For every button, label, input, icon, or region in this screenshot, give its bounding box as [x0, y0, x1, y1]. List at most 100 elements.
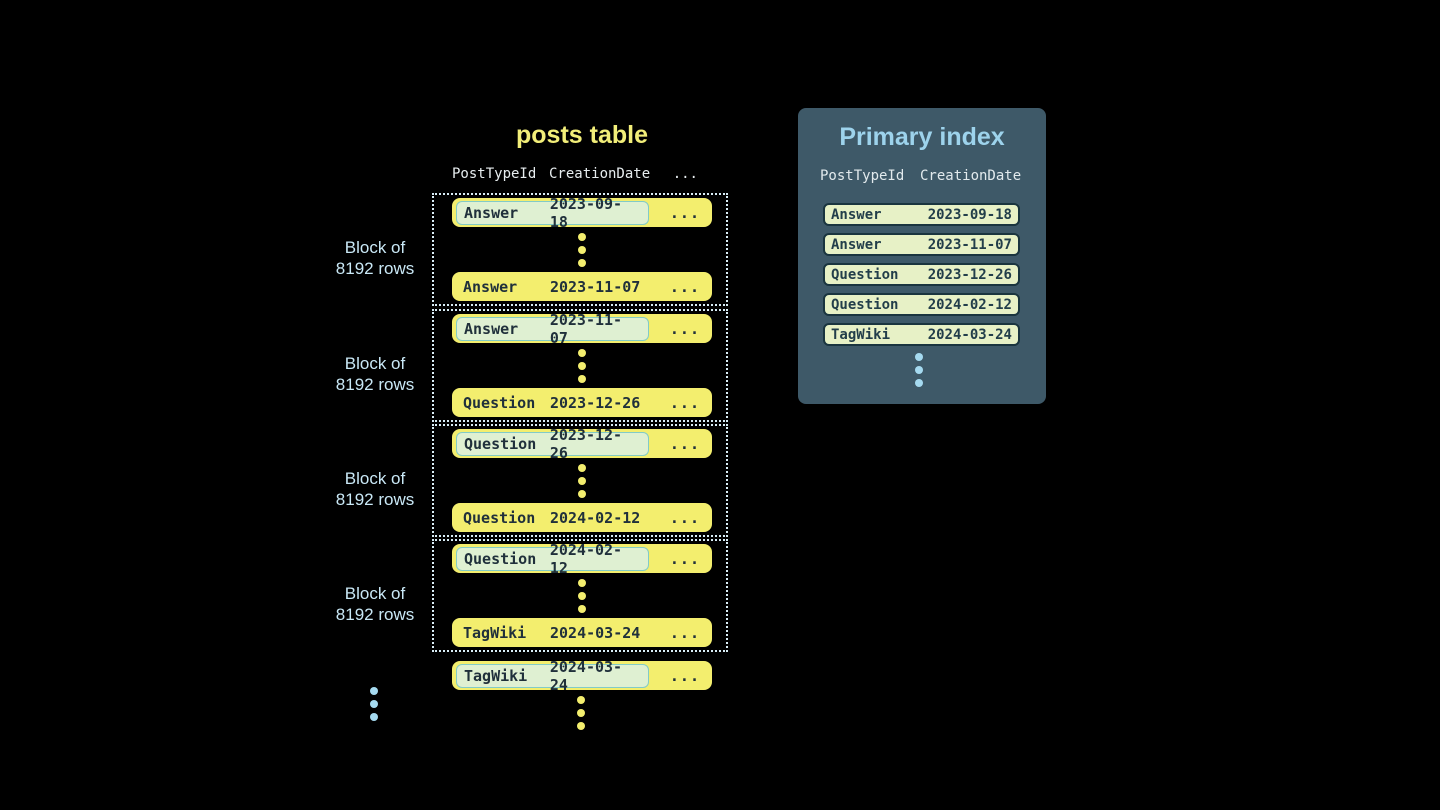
block-label-line2: 8192 rows [335, 490, 415, 509]
cell-ellipsis: ... [669, 508, 700, 527]
dot [915, 366, 923, 374]
cell-posttypeid: Answer [464, 319, 519, 338]
cell-ellipsis: ... [669, 277, 700, 296]
primary-index-panel: Primary index PostTypeId CreationDate An… [798, 108, 1046, 404]
column-header-ellipsis: ... [672, 166, 698, 182]
cell-ellipsis: ... [669, 549, 700, 568]
cell-posttypeid: Question [464, 549, 537, 568]
block-2-label: Block of 8192 rows [325, 353, 425, 395]
dot [578, 232, 586, 241]
dot [578, 245, 586, 254]
dot [370, 700, 378, 708]
cell-posttypeid: Answer [464, 203, 519, 222]
dot [915, 353, 923, 361]
cell-creationdate: 2024-03-24 [550, 623, 641, 642]
more-rows-dots [577, 696, 585, 730]
block-4-label: Block of 8192 rows [325, 583, 425, 625]
ellipsis-dots [578, 232, 586, 267]
cell-posttypeid: Question [463, 508, 536, 527]
ellipsis-dots [578, 463, 586, 498]
index-row: Answer 2023-11-07 [823, 233, 1020, 256]
ellipsis-dots [578, 348, 586, 383]
posts-table-column-headers: PostTypeId CreationDate ... [452, 166, 712, 182]
block-label-line1: Block of [344, 584, 406, 603]
cell-posttypeid: Question [464, 434, 537, 453]
cell-creationdate: 2023-09-18 [927, 206, 1012, 223]
index-row: Question 2024-02-12 [823, 293, 1020, 316]
table-row-tail: TagWiki 2024-03-24 ... [452, 658, 712, 694]
indexed-row-highlight: TagWiki 2024-03-24 [456, 658, 649, 694]
cell-ellipsis: ... [669, 319, 700, 338]
table-row: Answer 2023-11-07 ... [452, 311, 712, 347]
block-label-line1: Block of [344, 469, 406, 488]
table-row: Question 2024-02-12 ... [452, 503, 712, 532]
block-4: Question 2024-02-12 ... TagWiki 2024-03-… [432, 539, 728, 652]
cell-creationdate: 2023-12-26 [550, 393, 641, 412]
cell-ellipsis: ... [669, 623, 700, 642]
block-label-line1: Block of [344, 238, 406, 257]
block-3: Question 2023-12-26 ... Question 2024-02… [432, 424, 728, 537]
dot [578, 258, 586, 267]
dot [578, 463, 586, 472]
dot [578, 578, 586, 587]
cell-creationdate: 2024-02-12 [549, 540, 623, 577]
cell-posttypeid: Answer [831, 236, 882, 253]
dot [370, 713, 378, 721]
indexed-row-highlight: Question 2024-02-12 [456, 541, 649, 577]
column-header-creationdate: CreationDate [920, 168, 1022, 184]
table-row: Question 2024-02-12 ... [452, 541, 712, 577]
cell-creationdate: 2023-12-26 [549, 425, 623, 462]
cell-creationdate: 2024-02-12 [550, 508, 641, 527]
column-header-posttypeid: PostTypeId [820, 168, 905, 184]
cell-posttypeid: TagWiki [831, 326, 891, 343]
more-blocks-dots [370, 687, 378, 721]
block-3-label: Block of 8192 rows [325, 468, 425, 510]
column-header-creationdate: CreationDate [549, 166, 651, 182]
cell-posttypeid: TagWiki [464, 666, 528, 685]
dot [578, 374, 586, 383]
table-row: Answer 2023-11-07 ... [452, 272, 712, 301]
block-1-label: Block of 8192 rows [325, 237, 425, 279]
dot [578, 348, 586, 357]
block-label-line2: 8192 rows [335, 375, 415, 394]
dot [578, 489, 586, 498]
cell-creationdate: 2023-12-26 [927, 266, 1012, 283]
cell-creationdate: 2024-02-12 [927, 296, 1012, 313]
block-1: Answer 2023-09-18 ... Answer 2023-11-07 … [432, 193, 728, 306]
cell-creationdate: 2024-03-24 [927, 326, 1012, 343]
cell-ellipsis: ... [669, 393, 700, 412]
indexed-row-highlight: Answer 2023-11-07 [456, 311, 649, 347]
dot [578, 361, 586, 370]
dot [577, 696, 585, 704]
indexed-row-highlight: Question 2023-12-26 [456, 426, 649, 462]
dot [577, 709, 585, 717]
index-row: TagWiki 2024-03-24 [823, 323, 1020, 346]
column-header-posttypeid: PostTypeId [452, 166, 537, 182]
cell-creationdate: 2023-11-07 [927, 236, 1012, 253]
dot [915, 379, 923, 387]
index-row: Question 2023-12-26 [823, 263, 1020, 286]
cell-posttypeid: Question [463, 393, 536, 412]
cell-ellipsis: ... [669, 434, 700, 453]
dot [370, 687, 378, 695]
cell-creationdate: 2024-03-24 [549, 657, 623, 694]
block-2: Answer 2023-11-07 ... Question 2023-12-2… [432, 309, 728, 422]
block-label-line2: 8192 rows [335, 605, 415, 624]
cell-posttypeid: Question [831, 266, 899, 283]
more-index-entries-dots [915, 353, 923, 387]
posts-table-title: posts table [516, 121, 648, 149]
table-row: TagWiki 2024-03-24 ... [452, 618, 712, 647]
cell-ellipsis: ... [669, 203, 700, 222]
table-row: Question 2023-12-26 ... [452, 426, 712, 462]
dot [578, 591, 586, 600]
block-label-line2: 8192 rows [335, 259, 415, 278]
index-row: Answer 2023-09-18 [823, 203, 1020, 226]
cell-posttypeid: Answer [831, 206, 882, 223]
indexed-row-highlight: Answer 2023-09-18 [456, 195, 649, 231]
dot [577, 722, 585, 730]
primary-index-column-headers: PostTypeId CreationDate [820, 168, 1021, 184]
cell-posttypeid: Answer [463, 277, 518, 296]
cell-creationdate: 2023-11-07 [549, 310, 623, 347]
cell-creationdate: 2023-11-07 [550, 277, 641, 296]
